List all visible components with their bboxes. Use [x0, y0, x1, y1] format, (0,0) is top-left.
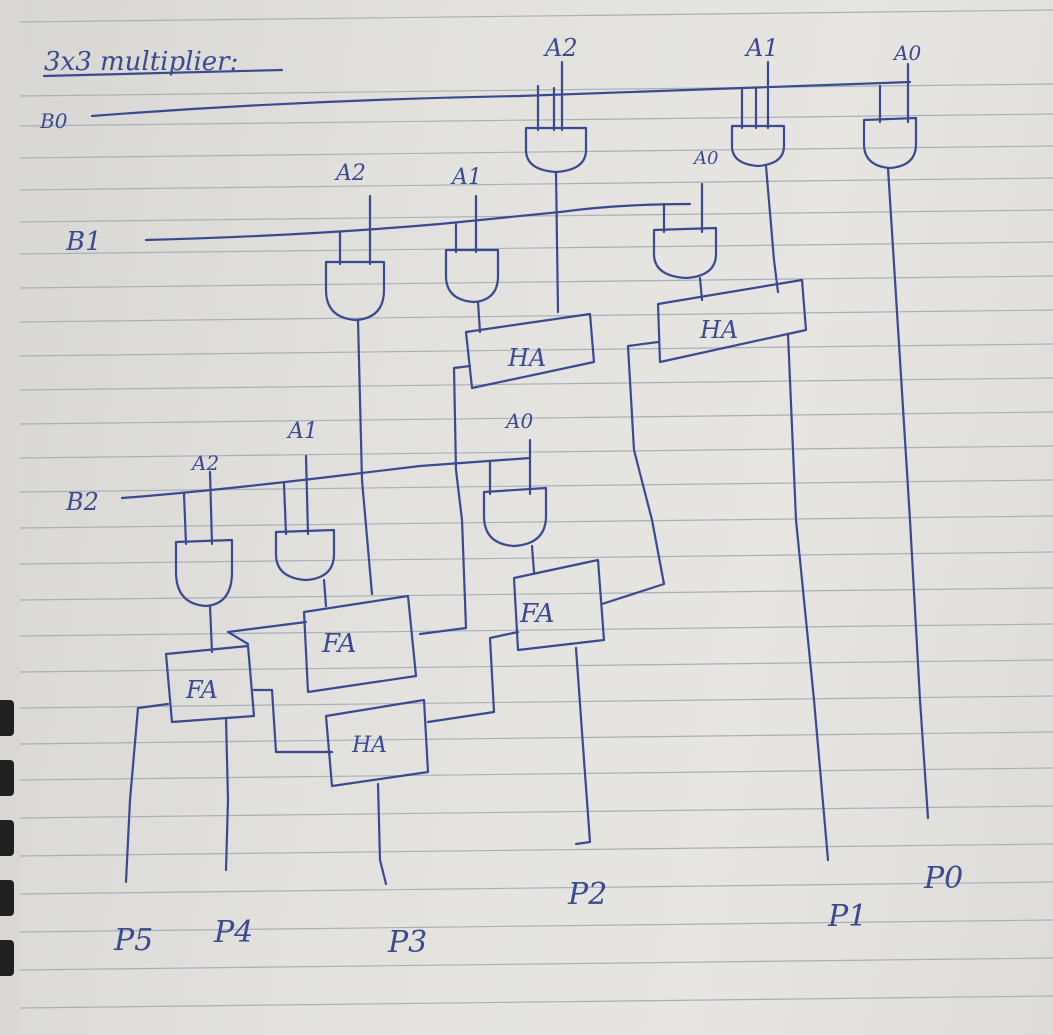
- b1-line: [144, 202, 692, 242]
- output-p5: P5: [113, 923, 153, 958]
- fa-row2-right-label: FA: [519, 599, 555, 629]
- and-gate-b2-a0: [482, 438, 548, 574]
- label-b1-a1: A1: [450, 165, 482, 190]
- output-p4: P4: [213, 915, 253, 950]
- binder-ring: [0, 820, 14, 856]
- ruled-lines: [19, 9, 1053, 1009]
- binder-ring: [0, 880, 14, 916]
- ha-row1-right-label: HA: [699, 316, 738, 344]
- fa-row2-mid-label: FA: [321, 629, 357, 659]
- label-b1-a0: A0: [692, 148, 718, 169]
- label-a0-top: A0: [892, 41, 921, 65]
- ha-row1-left-label: HA: [507, 344, 546, 372]
- label-a2-top: A2: [543, 34, 578, 62]
- label-b2-a1: A1: [286, 419, 318, 444]
- and-gate-b1-a1: [444, 194, 500, 334]
- label-b0: B0: [39, 109, 68, 133]
- output-p0: P0: [923, 861, 963, 896]
- and-gate-b1-a2: [324, 194, 386, 596]
- label-b1-a2: A2: [334, 161, 366, 186]
- fa-row3-left-label: FA: [185, 676, 218, 704]
- half-adder-row3: HA: [324, 698, 430, 886]
- half-adder-row1-right: HA: [600, 278, 830, 862]
- label-b2-a0: A0: [504, 409, 533, 433]
- output-p1: P1: [827, 899, 867, 934]
- title-underline: [42, 68, 284, 78]
- and-gate-b0-a0: [862, 62, 930, 820]
- b2-line: [120, 456, 532, 500]
- and-gate-b0-a1: [730, 60, 786, 294]
- output-p3: P3: [387, 925, 427, 960]
- b0-line: [90, 80, 912, 118]
- and-gate-b2-a1: [274, 454, 336, 608]
- label-b2: B2: [65, 488, 99, 516]
- label-b1: B1: [65, 227, 102, 257]
- full-adder-row2-mid: FA: [226, 594, 418, 694]
- half-adder-row1-left: HA: [418, 312, 596, 636]
- label-b2-a2: A2: [190, 451, 219, 475]
- binder-ring: [0, 700, 14, 736]
- label-a1-top: A1: [744, 34, 779, 62]
- and-gate-b2-a2: [174, 470, 234, 654]
- full-adder-row3-left: FA: [124, 644, 334, 884]
- binder-ring: [0, 940, 14, 976]
- output-p2: P2: [567, 877, 607, 912]
- and-gate-b1-a0: [652, 182, 718, 302]
- and-gate-b0-a2: [524, 60, 588, 314]
- binder-ring: [0, 760, 14, 796]
- full-adder-row2-right: FA: [426, 558, 606, 846]
- ha-row3-label: HA: [351, 733, 387, 758]
